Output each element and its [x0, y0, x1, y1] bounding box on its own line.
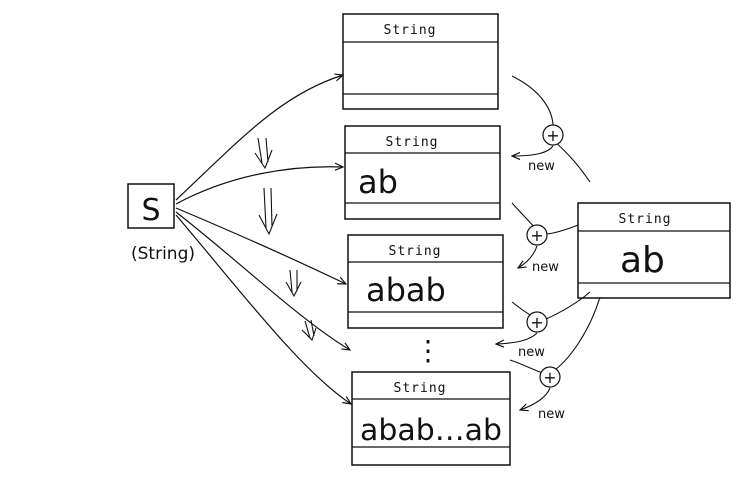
literal-header: String: [619, 212, 672, 227]
reference-arrows: [175, 75, 351, 404]
new-arrow: [512, 145, 554, 156]
object-value: ab: [358, 163, 398, 201]
new-arrow: [496, 332, 538, 344]
string-object-abab: String abab: [347, 234, 504, 329]
reference-arrow: [175, 207, 346, 284]
plus-operators: + + + +: [526, 124, 564, 388]
object-header: String: [386, 135, 439, 150]
concat-line: [551, 296, 601, 373]
progression-arrows: [254, 137, 317, 342]
reference-arrow: [175, 211, 350, 350]
down-arrow: [258, 187, 278, 236]
ellipsis: ⋮: [414, 334, 442, 367]
variable-type: (String): [131, 244, 195, 264]
down-arrow: [254, 137, 273, 170]
object-header: String: [394, 381, 447, 396]
plus-operator: +: [539, 366, 561, 388]
plus-symbol: +: [530, 226, 543, 245]
concat-line: [543, 291, 591, 321]
object-header: String: [384, 23, 437, 38]
plus-operator: +: [542, 124, 564, 146]
object-value: abab…ab: [360, 413, 502, 447]
plus-symbol: +: [546, 126, 559, 145]
object-value: abab: [366, 271, 446, 309]
string-object-empty: String: [342, 13, 499, 110]
literal-string-ab: String ab: [577, 202, 731, 299]
string-object-ab: String ab: [344, 125, 501, 220]
new-arrow: [520, 387, 551, 410]
string-object-abab-ab: String abab…ab: [351, 371, 511, 466]
concat-line: [552, 139, 591, 183]
new-arrow: [518, 245, 538, 268]
plus-symbol: +: [530, 313, 543, 332]
literal-value: ab: [620, 240, 665, 281]
plus-operator: +: [526, 311, 548, 333]
reference-arrow: [175, 167, 343, 205]
down-arrow: [301, 319, 317, 342]
variable-s: S (String): [127, 183, 195, 264]
variable-name: S: [141, 193, 160, 228]
concat-line: [511, 75, 554, 133]
concat-line: [544, 224, 579, 235]
reference-arrow: [175, 214, 351, 404]
new-label: new: [518, 345, 545, 360]
concat-line: [511, 202, 536, 229]
object-header: String: [389, 244, 442, 259]
plus-operator: +: [526, 224, 548, 246]
new-label: new: [532, 260, 559, 275]
plus-symbol: +: [543, 368, 556, 387]
new-label: new: [528, 159, 555, 174]
reference-arrow: [175, 75, 343, 201]
concat-curves: [509, 75, 601, 376]
new-label: new: [538, 407, 565, 422]
down-arrow: [285, 269, 302, 298]
new-arrows: [496, 145, 554, 410]
